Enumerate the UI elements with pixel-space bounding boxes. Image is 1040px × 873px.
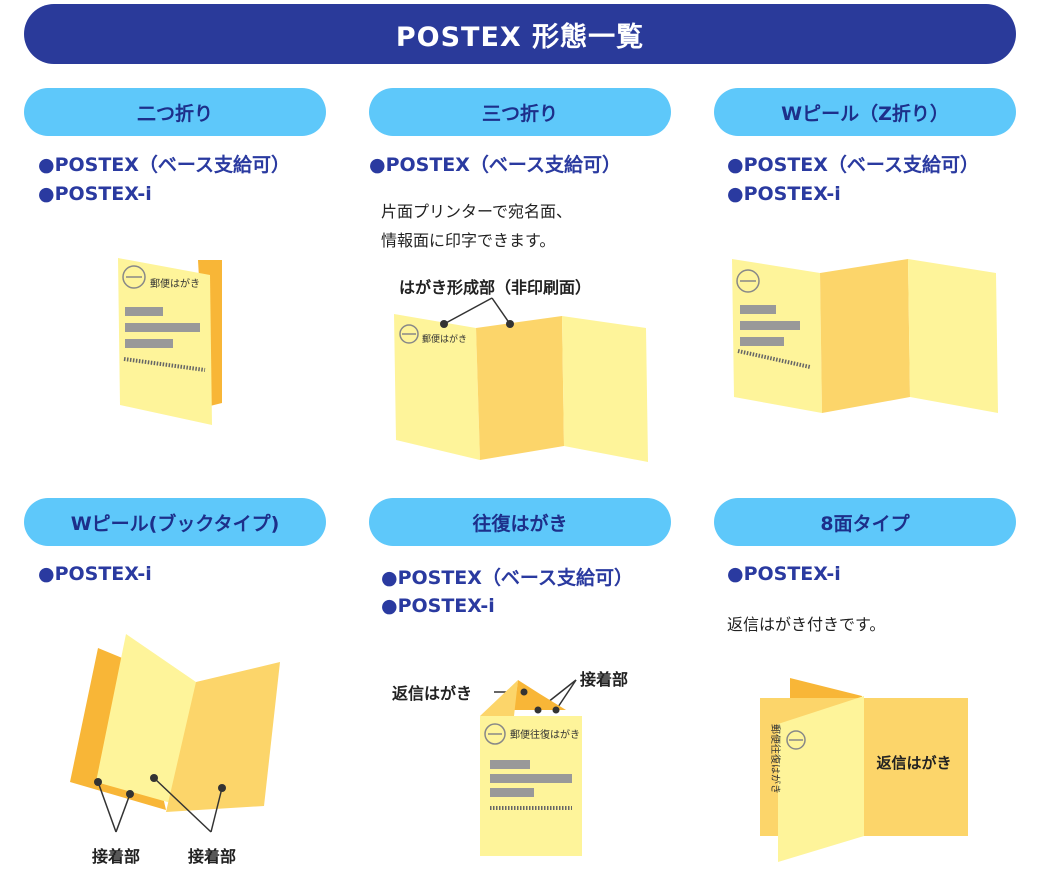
bullet-postex-i: ●POSTEX-i [381,595,495,617]
note-henshin: 返信はがき付きです。 [727,615,886,634]
bifold-illustration: 郵便はがき [118,258,222,425]
side-label: 郵便往復はがき [769,724,782,794]
page-title: POSTEX 形態一覧 [24,4,1016,64]
stamp-label: 郵便はがき [422,333,467,345]
bullet-postex-i: ●POSTEX-i [38,563,152,585]
book-illustration [70,634,280,833]
pill-wpeel-z: Wピール（Z折り） [714,88,1016,136]
pill-nitsuori: 二つ折り [24,88,326,136]
bullet-postex-i: ●POSTEX-i [727,183,841,205]
pill-8men: 8面タイプ [714,498,1016,546]
stamp-label: 郵便往復はがき [510,728,580,741]
zfold-illustration [732,259,998,413]
stamp-label: 郵便はがき [150,277,200,290]
callout-hagaki: はがき形成部（非印刷面） [399,278,592,297]
callout-henshin: 返信はがき [392,684,473,703]
pill-oufuku: 往復はがき [369,498,671,546]
pill-wpeel-book: Wピール(ブックタイプ) [24,498,326,546]
bullet-postex-base: ●POSTEX（ベース支給可） [369,154,621,176]
bullet-postex-base: ●POSTEX（ベース支給可） [727,154,979,176]
callout-setchaku-1: 接着部 [92,847,141,866]
panel-label: 返信はがき [876,754,951,772]
callout-setchaku: 接着部 [580,670,629,689]
callout-setchaku-2: 接着部 [188,847,237,866]
trifold-illustration: 郵便はがき [394,297,648,462]
bullet-postex-i: ●POSTEX-i [38,183,152,205]
eight-panel-illustration: 郵便往復はがき 返信はがき [760,678,968,862]
return-postcard-illustration: 郵便往復はがき [480,679,582,856]
bullet-postex-base: ●POSTEX（ベース支給可） [38,154,290,176]
pill-mitsuori: 三つ折り [369,88,671,136]
bullet-postex-base: ●POSTEX（ベース支給可） [381,567,633,589]
note-print: 片面プリンターで宛名面、 情報面に印字できます。 [381,202,573,250]
bullet-postex-i: ●POSTEX-i [727,563,841,585]
